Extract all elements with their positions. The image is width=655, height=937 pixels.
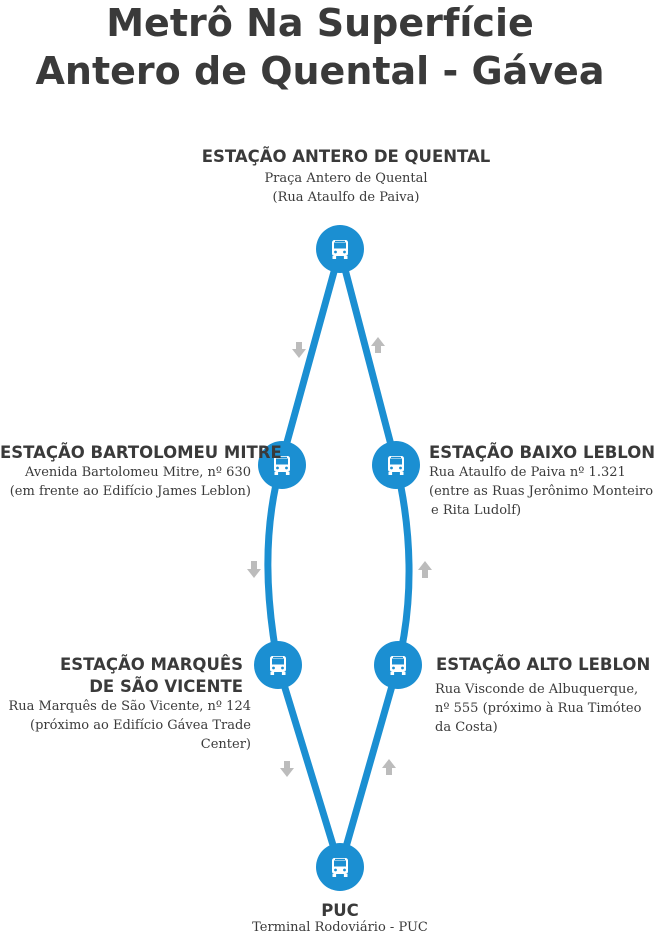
title-line-1: Metrô Na Superfície <box>106 1 534 45</box>
station-address-puc: Terminal Rodoviário - PUC <box>252 920 428 935</box>
station-marker-marques[interactable] <box>254 641 302 689</box>
station-name-alto-leblon: ESTAÇÃO ALTO LEBLON <box>436 655 651 674</box>
station-address-alto-1: Rua Visconde de Albuquerque, <box>435 682 639 697</box>
station-name-baixo-leblon: ESTAÇÃO BAIXO LEBLON <box>429 443 655 462</box>
station-marker-antero[interactable] <box>316 225 364 273</box>
route-left-branch <box>264 246 344 872</box>
station-address-marques-3: Center) <box>200 737 251 752</box>
arrow-up-icon <box>382 759 396 775</box>
station-address-antero-2: (Rua Ataulfo de Paiva) <box>272 190 420 205</box>
station-marker-baixo-leblon[interactable] <box>372 441 420 489</box>
station-address-alto-2: nº 555 (próximo à Rua Timóteo <box>435 701 642 716</box>
station-name-puc: PUC <box>321 901 359 920</box>
station-address-bartolomeu-1: Avenida Bartolomeu Mitre, nº 630 <box>24 465 251 480</box>
station-name-marques-1: ESTAÇÃO MARQUÊS <box>59 655 243 674</box>
station-address-baixo-3: e Rita Ludolf) <box>431 503 522 518</box>
arrow-down-icon <box>247 561 261 578</box>
route-diagram <box>247 225 432 891</box>
station-name-antero: ESTAÇÃO ANTERO DE QUENTAL <box>201 147 491 166</box>
station-address-bartolomeu-2: (em frente ao Edifício James Leblon) <box>9 484 251 499</box>
station-address-marques-2: (próximo ao Edifício Gávea Trade <box>30 718 251 733</box>
station-address-marques-1: Rua Marquês de São Vicente, nº 124 <box>8 699 251 714</box>
station-address-antero-1: Praça Antero de Quental <box>264 171 428 186</box>
station-name-marques-2: DE SÃO VICENTE <box>89 677 243 696</box>
station-marker-puc[interactable] <box>316 843 364 891</box>
station-marker-alto-leblon[interactable] <box>374 641 422 689</box>
arrow-down-icon <box>280 761 294 777</box>
station-address-baixo-2: (entre as Ruas Jerônimo Monteiro <box>429 484 654 499</box>
arrow-down-icon <box>292 342 306 358</box>
station-address-alto-3: da Costa) <box>435 720 498 735</box>
station-marker-bartolomeu[interactable] <box>258 441 306 489</box>
title-line-2: Antero de Quental - Gávea <box>35 49 605 93</box>
station-name-bartolomeu: ESTAÇÃO BARTOLOMEU MITRE <box>0 443 282 462</box>
arrow-up-icon <box>371 337 385 353</box>
arrow-up-icon <box>418 561 432 578</box>
station-address-baixo-1: Rua Ataulfo de Paiva nº 1.321 <box>429 465 626 480</box>
